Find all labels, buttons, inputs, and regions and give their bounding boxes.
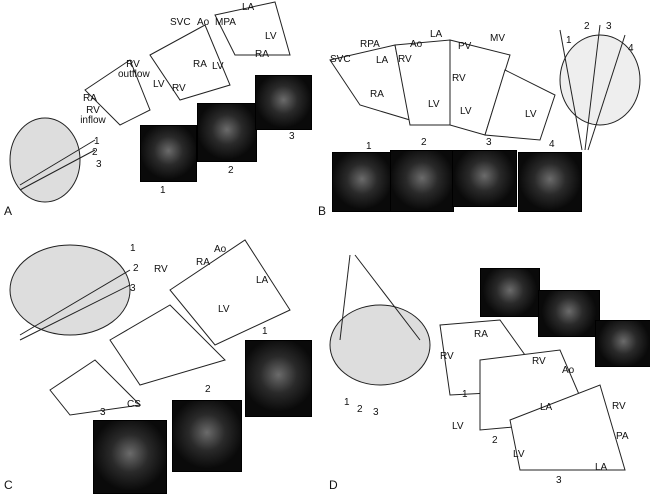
- label-lv: LV: [460, 106, 472, 117]
- label-ao: Ao: [197, 17, 210, 28]
- label-rv-inflow: RV inflow: [80, 105, 106, 126]
- label-rv: RV: [154, 264, 168, 275]
- label-lv: LV: [525, 109, 537, 120]
- panel-letter-c: C: [4, 478, 13, 492]
- ultrasound-image-d3: [595, 320, 650, 367]
- label-svc: SVC: [170, 17, 191, 28]
- label-la: LA: [540, 402, 553, 413]
- probe-position-1: 1: [130, 243, 136, 254]
- probe-position-3: 3: [373, 407, 379, 418]
- probe-position-3: 3: [130, 283, 136, 294]
- image-number-3: 3: [289, 131, 295, 142]
- ultrasound-image-d1: [480, 268, 540, 317]
- label-pa: PA: [616, 431, 629, 442]
- probe-position-2: 2: [584, 21, 590, 32]
- label-pv: PV: [458, 41, 472, 52]
- fan-c2: [109, 304, 226, 386]
- ultrasound-image-a2: [197, 103, 257, 162]
- label-la: LA: [595, 462, 608, 473]
- label-ao: Ao: [410, 39, 423, 50]
- image-number-3: 3: [556, 475, 562, 486]
- image-number-3: 3: [486, 137, 492, 148]
- probe-position-3: 3: [96, 159, 102, 170]
- label-lv: LV: [452, 421, 464, 432]
- label-mv: MV: [490, 33, 505, 44]
- label-ra: RA: [370, 89, 384, 100]
- probe-position-4: 4: [628, 43, 634, 54]
- ultrasound-image-b2: [390, 150, 454, 212]
- label-la: LA: [242, 2, 255, 13]
- probe-position-2: 2: [133, 263, 139, 274]
- ultrasound-image-c1: [245, 340, 312, 417]
- image-number-1: 1: [262, 326, 268, 337]
- label-rv: RV: [440, 351, 454, 362]
- label-ra: RA: [474, 329, 488, 340]
- label-rv: RV: [172, 83, 186, 94]
- fan-c3: [49, 359, 142, 416]
- image-number-2: 2: [492, 435, 498, 446]
- ultrasound-image-a1: [140, 125, 197, 182]
- label-rv: RV: [532, 356, 546, 367]
- image-number-4: 4: [549, 139, 555, 150]
- image-number-2: 2: [228, 165, 234, 176]
- label-lv: LV: [265, 31, 277, 42]
- label-ao: Ao: [214, 244, 227, 255]
- fan-c1: [169, 239, 291, 346]
- fan-a1: [84, 59, 151, 126]
- heart-drawing-c: [9, 244, 131, 336]
- label-lv: LV: [153, 79, 165, 90]
- label-rv: RV: [612, 401, 626, 412]
- ultrasound-image-b4: [518, 152, 582, 212]
- image-number-2: 2: [421, 137, 427, 148]
- label-lv: LV: [428, 99, 440, 110]
- label-ra: RA: [196, 257, 210, 268]
- label-lv: LV: [513, 449, 525, 460]
- label-la: LA: [256, 275, 269, 286]
- image-number-1: 1: [366, 141, 372, 152]
- probe-position-1: 1: [94, 136, 100, 147]
- label-rv: RV: [452, 73, 466, 84]
- probe-position-2: 2: [357, 404, 363, 415]
- ultrasound-image-b3: [452, 150, 517, 207]
- probe-position-1: 1: [344, 397, 350, 408]
- label-lv: LV: [212, 61, 224, 72]
- label-la: LA: [376, 55, 389, 66]
- heart-drawing-b: [559, 34, 641, 126]
- fan-a2: [149, 24, 231, 101]
- panel-letter-d: D: [329, 478, 338, 492]
- probe-position-3: 3: [606, 21, 612, 32]
- probe-position-2: 2: [92, 147, 98, 158]
- fan-b4: [484, 69, 556, 141]
- label-ra: RA: [83, 93, 97, 104]
- label-svc: SVC: [330, 54, 351, 65]
- label-la: LA: [430, 29, 443, 40]
- label-rv: RV: [398, 54, 412, 65]
- ultrasound-image-a3: [255, 75, 312, 130]
- label-rv-outflow: RV outflow: [118, 59, 150, 80]
- heart-drawing-d: [329, 304, 431, 386]
- image-number-2: 2: [205, 384, 211, 395]
- label-rpa: RPA: [360, 39, 380, 50]
- label-ra: RA: [255, 49, 269, 60]
- fan-a3: [214, 1, 291, 56]
- label-ao: Ao: [562, 365, 575, 376]
- label-mpa: MPA: [215, 17, 236, 28]
- ultrasound-image-c2: [172, 400, 242, 472]
- ultrasound-image-b1: [332, 152, 392, 212]
- label-ra: RA: [193, 59, 207, 70]
- label-cs: CS: [127, 399, 141, 410]
- panel-letter-a: A: [4, 204, 13, 218]
- image-number-3: 3: [100, 407, 106, 418]
- image-number-1: 1: [462, 389, 468, 400]
- label-lv: LV: [218, 304, 230, 315]
- image-number-1: 1: [160, 185, 166, 196]
- ultrasound-image-d2: [538, 290, 600, 337]
- fan-d3: [509, 384, 626, 471]
- probe-position-1: 1: [566, 35, 572, 46]
- ultrasound-image-c3: [93, 420, 167, 494]
- panel-letter-b: B: [318, 204, 327, 218]
